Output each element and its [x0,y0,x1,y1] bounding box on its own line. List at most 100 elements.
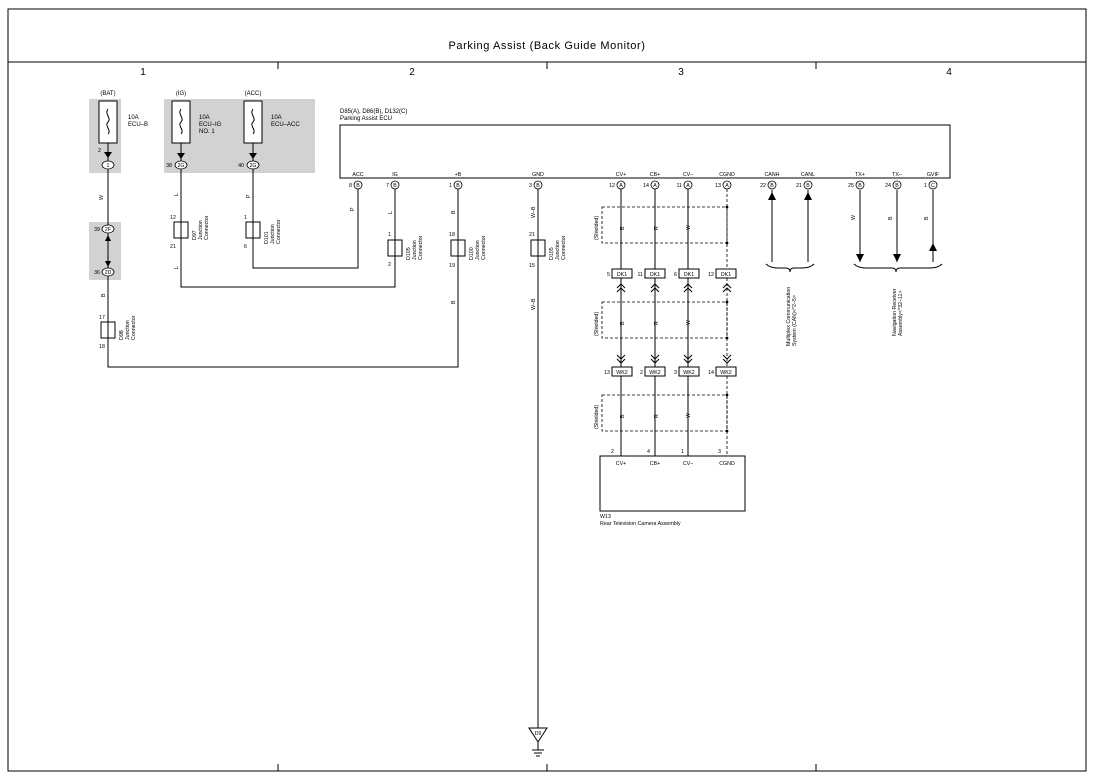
dk1-pin: 11 [638,272,644,278]
camera-id: W13 [600,514,611,520]
ecu-name: Parking Assist ECU [340,116,392,122]
junction-label-line-3: Connector [561,235,567,260]
junction-label-line-2: Junction [412,240,418,260]
fuse-rating: 10A [271,115,282,121]
pin-label: 39 [94,227,100,233]
fuse-source-acc: (ACC) [245,91,262,97]
connector-circle [928,180,938,190]
wk2-label: WK2 [720,370,732,376]
svg-text:D9: D9 [535,731,542,737]
fuse-rating: 10A [128,115,139,121]
terminal-label: CANH [764,172,779,178]
wire-color: B [451,210,457,214]
navigation-label-line-1: Navigation Receiver [892,288,898,336]
junction-label-line-3: Connector [418,235,424,260]
wire-color: B [620,226,626,230]
rear-camera-assembly: 2 4 1 3 CV+ CB+ CV– CGND W13 Rear Televi… [599,449,746,527]
junction-connector-d105-gnd: 21 15 D105 Junction Connector [529,232,567,269]
wire-color: L [174,266,180,269]
ecu-terminal-cb-: CB+14 A [643,172,660,190]
fuse-ecu-acc: (ACC) 10A ECU–ACC [243,91,300,144]
wire-color: L [388,211,394,214]
pin-label: 2 [388,262,391,268]
wire-color: W [99,195,105,200]
pin-label: 21 [170,244,176,250]
pin-label: 17 [99,315,105,321]
pin-label: 1 [244,215,247,221]
terminal-pin: 13 [715,183,721,189]
junction-label-line-1: D98 [119,330,125,340]
terminal-label: ACC [352,172,363,178]
wk2-pin: 13 [604,370,610,376]
pin-label: 40 [238,163,244,169]
wire-color: B [620,321,626,325]
pin-label: 6 [244,244,247,250]
dk1-label: DK1 [650,272,660,278]
connector-letter: A [686,183,690,189]
junction-label-line-3: Connector [204,215,210,240]
column-number-2: 2 [409,67,415,78]
connector-letter: A [619,183,623,189]
wire-color: P [246,194,252,198]
terminal-pin: 11 [677,183,683,189]
junction-connector-d98: 17 18 D98 Junction Connector [99,315,137,350]
connector-letter: A [725,183,729,189]
camera-pin: 1 [681,449,684,455]
wk2-pin: 2 [640,370,643,376]
wk2-pin: 14 [708,370,714,376]
wire-color: B [101,293,107,297]
wire-color: W [686,320,692,325]
shield-label-3: (Shielded) [594,405,600,429]
wire-color: R [654,321,660,325]
shield-label-2: (Shielded) [594,312,600,336]
fuse-ecu-b: (BAT) 10A ECU–B [98,91,148,144]
dk1-pin: 12 [708,272,714,278]
junction-label-line-1: D97 [192,230,198,240]
terminal-label: CANL [801,172,815,178]
junction-label-line-2: Junction [270,224,276,244]
terminal-label: CB+ [650,172,660,178]
pin-label: 19 [449,263,455,269]
connector-letter: B [770,183,774,189]
connector-letter: B [356,183,360,189]
junction-label-line-2: Junction [475,240,481,260]
fuse-source-ig: (IG) [176,91,186,97]
column-number-4: 4 [946,67,952,78]
column-number-1: 1 [140,67,146,78]
wire-color: B [888,216,894,220]
wire-color: W [851,215,857,220]
fuse-source-bat: (BAT) [100,91,115,97]
wire-color: R [654,226,660,230]
connector-circle [892,180,902,190]
dk1-label: DK1 [684,272,694,278]
fuse-name-line-2: NO. 1 [199,129,215,135]
fuse-icon [251,108,255,135]
shield-label-1: (Shielded) [594,216,600,240]
pin-label: 18 [99,344,105,350]
dk1-pin: 5 [607,272,610,278]
connector-letter: A [653,183,657,189]
wire-color: W [686,413,692,418]
terminal-pin: 3 [529,183,532,189]
wk2-label: WK2 [649,370,661,376]
wire-color: R [654,414,660,418]
connector-letter: B [393,183,397,189]
dk1-label: DK1 [617,272,627,278]
wk2-label: WK2 [616,370,628,376]
camera-signal-wire [683,189,693,456]
shield-3 [601,394,728,432]
terminal-pin: 14 [643,183,649,189]
ground-icon [528,727,548,743]
fuse-icon [106,108,110,135]
navigation-label-line-2: Assembly<*32–11> [898,290,904,336]
ground-d9: D9 [528,727,548,757]
junction-label-line-2: Junction [125,320,131,340]
pin-label: 21 [529,232,535,238]
junction-connector-d97: 12 21 D97 Junction Connector [170,215,210,250]
connector-label: 2G [177,163,184,169]
